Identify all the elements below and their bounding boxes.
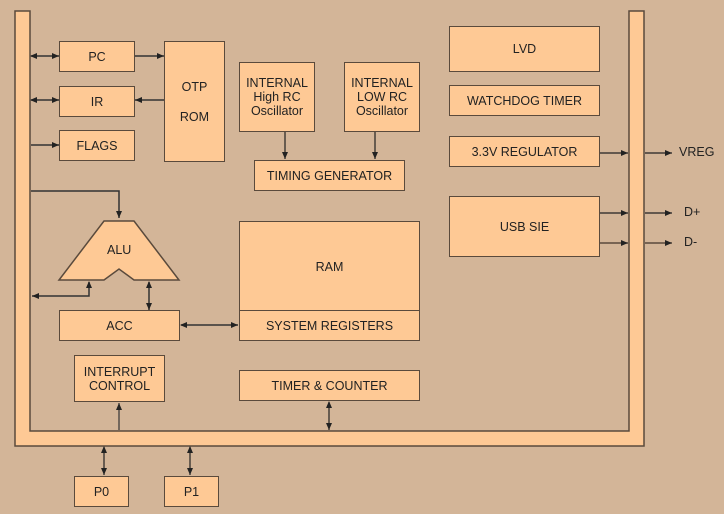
timer-counter-label: TIMER & COUNTER bbox=[271, 378, 388, 393]
low-rc-line1: INTERNAL bbox=[351, 76, 413, 90]
p1-label: P1 bbox=[183, 484, 200, 499]
otp-rom-block: OTP ROM bbox=[164, 41, 225, 162]
interrupt-control-block: INTERRUPT CONTROL bbox=[74, 355, 165, 402]
bus-alu-arrow bbox=[31, 190, 122, 218]
alu-label: ALU bbox=[107, 243, 132, 257]
timer-counter-block: TIMER & COUNTER bbox=[239, 370, 420, 401]
lvd-block: LVD bbox=[449, 26, 600, 72]
timing-generator-block: TIMING GENERATOR bbox=[254, 160, 405, 191]
interrupt-line2: CONTROL bbox=[88, 378, 151, 393]
dplus-label: D+ bbox=[684, 205, 701, 219]
pc-block: PC bbox=[59, 41, 135, 72]
rom-label: ROM bbox=[179, 109, 210, 124]
dminus-label: D- bbox=[684, 235, 698, 249]
low-rc-line3: Oscillator bbox=[355, 104, 409, 118]
usb-sie-label: USB SIE bbox=[499, 219, 550, 234]
low-rc-line2: LOW RC bbox=[357, 90, 407, 104]
internal-bus bbox=[14, 10, 645, 447]
interrupt-line1: INTERRUPT bbox=[83, 364, 156, 379]
regulator-label: 3.3V REGULATOR bbox=[471, 144, 578, 159]
watchdog-label: WATCHDOG TIMER bbox=[466, 93, 583, 108]
acc-block: ACC bbox=[59, 310, 180, 341]
acc-label: ACC bbox=[106, 318, 133, 333]
flags-block: FLAGS bbox=[59, 130, 135, 161]
alu-bus-arrow bbox=[32, 281, 92, 299]
lvd-label: LVD bbox=[512, 42, 537, 56]
high-rc-line3: Oscillator bbox=[250, 104, 304, 118]
high-rc-line1: INTERNAL bbox=[246, 76, 308, 90]
pc-label: PC bbox=[88, 49, 106, 64]
high-rc-oscillator-block: INTERNAL High RC Oscillator bbox=[239, 62, 315, 132]
usb-sie-block: USB SIE bbox=[449, 196, 600, 257]
system-registers-label: SYSTEM REGISTERS bbox=[265, 318, 394, 333]
ir-block: IR bbox=[59, 86, 135, 117]
p0-label: P0 bbox=[93, 484, 110, 499]
ram-block: RAM bbox=[239, 221, 420, 312]
p0-block: P0 bbox=[74, 476, 129, 507]
vreg-label: VREG bbox=[679, 145, 715, 159]
system-registers-block: SYSTEM REGISTERS bbox=[239, 310, 420, 341]
flags-label: FLAGS bbox=[76, 138, 118, 153]
ir-label: IR bbox=[90, 94, 104, 109]
timing-generator-label: TIMING GENERATOR bbox=[266, 168, 393, 183]
regulator-block: 3.3V REGULATOR bbox=[449, 136, 600, 167]
ram-label: RAM bbox=[315, 259, 344, 274]
low-rc-oscillator-block: INTERNAL LOW RC Oscillator bbox=[344, 62, 420, 132]
p1-block: P1 bbox=[164, 476, 219, 507]
alu-shape bbox=[57, 220, 181, 281]
otp-label: OTP bbox=[181, 79, 208, 94]
high-rc-line2: High RC bbox=[253, 90, 301, 104]
watchdog-timer-block: WATCHDOG TIMER bbox=[449, 85, 600, 116]
